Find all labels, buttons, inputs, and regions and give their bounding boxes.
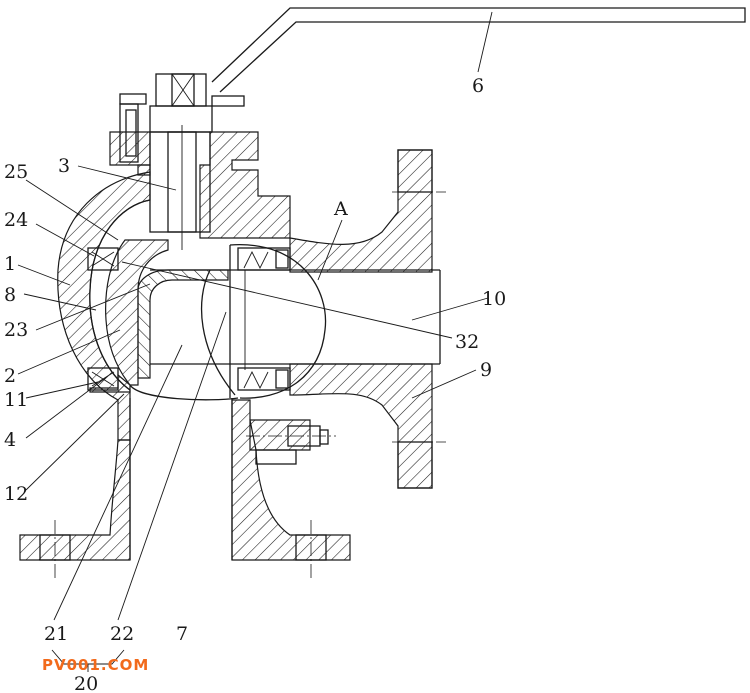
label-22: 22 <box>110 623 134 645</box>
seat-bottom-right <box>237 367 291 391</box>
label-4: 4 <box>4 429 16 451</box>
seat-top-left <box>87 247 119 271</box>
bonnet <box>109 125 291 250</box>
label-32: 32 <box>455 331 479 353</box>
watermark: PV001.COM <box>42 656 149 674</box>
label-23: 23 <box>4 319 28 341</box>
seat-top-right <box>237 247 291 271</box>
label-12: 12 <box>4 483 28 505</box>
body-spherical-shell <box>57 171 151 441</box>
outlet-flange <box>289 149 446 489</box>
label-A: A <box>333 198 348 220</box>
label-1: 1 <box>4 253 16 275</box>
label-9: 9 <box>480 359 492 381</box>
part-labels: 6 3 25 A 24 1 8 10 23 32 2 9 11 4 12 21 … <box>4 75 506 693</box>
label-6: 6 <box>472 75 484 97</box>
label-25: 25 <box>4 161 28 183</box>
label-2: 2 <box>4 365 16 387</box>
handle <box>211 7 746 93</box>
label-8: 8 <box>4 284 16 306</box>
label-7: 7 <box>176 623 188 645</box>
label-11: 11 <box>4 389 28 411</box>
leader-lines <box>17 11 493 621</box>
label-21: 21 <box>44 623 68 645</box>
label-20: 20 <box>74 673 98 693</box>
inner-sleeve <box>105 239 229 386</box>
label-3: 3 <box>58 155 70 177</box>
label-10: 10 <box>482 288 506 310</box>
ball <box>200 244 327 399</box>
label-24: 24 <box>4 209 28 231</box>
bottom-neck <box>19 398 351 580</box>
bolt-assembly <box>246 419 336 465</box>
